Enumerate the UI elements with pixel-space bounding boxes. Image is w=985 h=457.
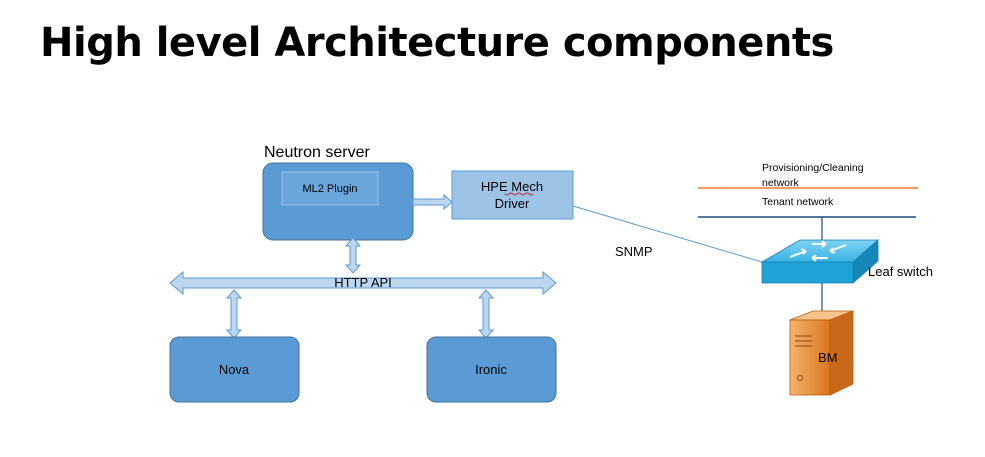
- leaf-switch-label: Leaf switch: [868, 264, 933, 279]
- api-nova-arrow: [225, 289, 243, 339]
- bm-server-icon: [789, 310, 854, 396]
- nova-label: Nova: [219, 362, 250, 377]
- hpe-mech-driver-line2: Driver: [495, 196, 530, 211]
- hpe-mech-driver-line1: HPE Mech: [481, 179, 543, 194]
- http-api-label: HTTP API: [334, 275, 392, 290]
- neutron-api-arrow: [344, 237, 362, 274]
- hpe-mech-driver-box: [451, 170, 574, 220]
- provisioning-network-label-line1: Provisioning/Cleaning: [762, 162, 864, 174]
- snmp-link: [572, 205, 763, 263]
- page-title: High level Architecture components: [40, 20, 834, 66]
- provisioning-network-label-line2: network: [762, 177, 800, 189]
- neutron-to-driver-arrow: [412, 193, 453, 211]
- api-ironic-arrow: [477, 289, 495, 339]
- neutron-server-label: Neutron server: [264, 144, 370, 161]
- bm-label: BM: [818, 350, 838, 365]
- http-api-arrow: [169, 270, 557, 296]
- tenant-network-label: Tenant network: [762, 196, 834, 208]
- leaf-switch-icon: [760, 239, 880, 284]
- snmp-label: SNMP: [615, 244, 653, 259]
- nova-box: [169, 336, 300, 403]
- ml2-plugin-label: ML2 Plugin: [302, 183, 357, 195]
- ironic-label: Ironic: [475, 362, 507, 377]
- ml2-plugin-box: [281, 171, 379, 206]
- ironic-box: [426, 336, 557, 403]
- spellcheck-underline: [504, 192, 534, 196]
